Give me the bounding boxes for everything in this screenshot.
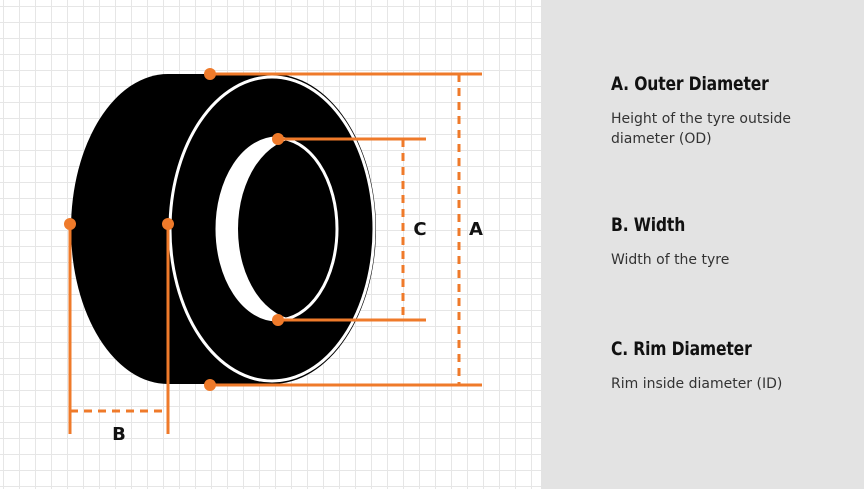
tyre-inner-wall xyxy=(238,138,362,320)
dimension-points xyxy=(64,68,284,391)
label-b: B xyxy=(112,424,126,445)
legend-title-rim-diameter: C. Rim Diameter xyxy=(611,338,752,360)
point-b-left xyxy=(64,218,76,230)
tyre-body xyxy=(71,74,376,384)
legend-item-width: B. Width Width of the tyre xyxy=(611,214,851,270)
legend-item-rim-diameter: C. Rim Diameter Rim inside diameter (ID) xyxy=(611,338,851,394)
label-c: C xyxy=(413,219,426,240)
legend-title-width: B. Width xyxy=(611,214,686,236)
tyre-illustration: A C B xyxy=(64,68,483,445)
legend-panel: A. Outer Diameter Height of the tyre out… xyxy=(541,0,864,489)
point-a-top xyxy=(204,68,216,80)
legend-desc-width: Width of the tyre xyxy=(611,252,730,268)
legend-desc-outer-diameter: Height of the tyre outside diameter (OD) xyxy=(611,111,791,147)
point-b-right xyxy=(162,218,174,230)
point-c-top xyxy=(272,133,284,145)
point-a-bottom xyxy=(204,379,216,391)
label-a: A xyxy=(469,219,483,240)
legend-desc-rim-diameter: Rim inside diameter (ID) xyxy=(611,376,783,392)
dimension-lines xyxy=(68,72,482,434)
legend-title-outer-diameter: A. Outer Diameter xyxy=(611,73,769,95)
legend-item-outer-diameter: A. Outer Diameter Height of the tyre out… xyxy=(611,73,851,149)
tyre-diagram: A C B xyxy=(0,0,541,489)
point-c-bottom xyxy=(272,314,284,326)
